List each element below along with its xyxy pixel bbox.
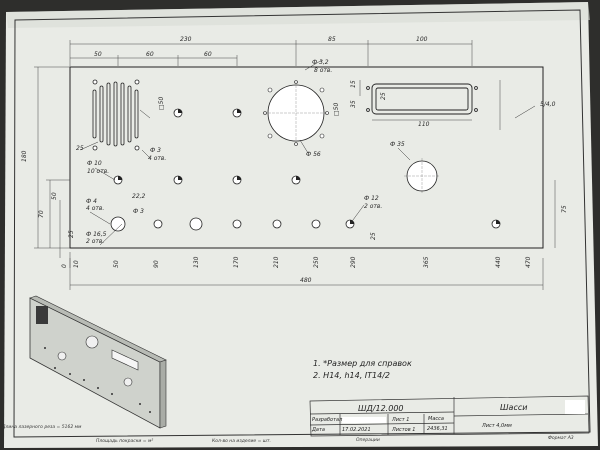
label-sq50-a: □50 (158, 97, 165, 110)
pos-50: 50 (113, 260, 120, 268)
redacted-name (342, 417, 386, 423)
title-block (309, 395, 590, 437)
footer-format: Формат А3 (548, 435, 574, 441)
pos-250: 250 (313, 256, 320, 268)
label-222: 22,2 (132, 193, 146, 200)
pos-170: 170 (233, 256, 240, 268)
dim-35: 35 (350, 100, 357, 108)
dim-230: 230 (180, 36, 192, 43)
display-slot (366, 83, 478, 115)
tb-mass-value: 2436,31 (427, 426, 448, 432)
label-d10: Ф 10 (87, 160, 102, 167)
pos-290: 290 (350, 256, 357, 268)
pos-130: 130 (193, 256, 200, 268)
label-d4: Ф 4 (86, 198, 97, 205)
note-2: 2. H14, h14, IT14/2 (313, 371, 390, 380)
dim-480: 480 (300, 277, 312, 284)
dim-180: 180 (21, 150, 28, 162)
label-d3-top: Ф 3 (150, 147, 161, 154)
label-d56: Ф 56 (306, 151, 321, 158)
dim-slot-25: 25 (380, 92, 387, 100)
pos-10: 10 (73, 260, 80, 268)
dim-50: 50 (94, 51, 102, 58)
footer-cut-length: Длина лазерного реза = 5162 мм (1, 424, 82, 430)
tb-date-label: Дата (311, 427, 325, 433)
footer: Длина лазерного реза = 5162 мм Площадь п… (1, 424, 574, 444)
bottom-dims: 0 10 50 90 130 170 210 250 290 365 440 4… (61, 256, 532, 284)
dim-100: 100 (416, 36, 428, 43)
footer-operations: Операции (356, 437, 380, 443)
pos-210: 210 (273, 256, 280, 268)
notes: 1. *Размер для справок 2. H14, h14, IT14… (313, 359, 412, 380)
dim-75: 75 (561, 205, 568, 213)
label-d32: Ф 3,2 (312, 59, 329, 66)
pos-470: 470 (525, 256, 532, 268)
dim-60-b: 60 (204, 51, 212, 58)
dimensions-top: 230 85 100 50 60 60 (94, 36, 428, 58)
dimensions-left: 180 70 50 (21, 150, 58, 218)
footer-coating: Площадь покраски = м² (96, 438, 153, 444)
pos-365: 365 (423, 256, 430, 268)
label-25-left: 25 (76, 145, 84, 152)
roughness-mark: 5/4,0 (540, 101, 556, 108)
label-sq50-b: □50 (333, 103, 340, 116)
note-1: 1. *Размер для справок (313, 359, 412, 368)
redacted-code (565, 400, 585, 414)
pos-0: 0 (61, 264, 68, 268)
tb-sheet: Лист 1 (391, 417, 409, 423)
label-d3-mid: Ф 3 (133, 208, 144, 215)
tb-name: Шасси (500, 403, 527, 412)
dim-25-right: 25 (370, 232, 377, 240)
tb-designation: ШД/12.000 (358, 404, 404, 413)
pos-90: 90 (153, 260, 160, 268)
label-d4-count: 4 отв. (86, 205, 104, 212)
tb-date-value: 17.02.2021 (342, 427, 371, 433)
label-d32-count: 8 отв. (314, 67, 332, 74)
tb-developer-label: Разработал (312, 417, 343, 423)
tb-mass-label: Масса (428, 416, 444, 422)
label-d3-top-count: 4 отв. (148, 155, 166, 162)
isometric-view (29, 295, 167, 429)
dim-slot-110: 110 (418, 121, 430, 128)
label-d12-count: 2 отв. (364, 203, 382, 210)
label-d165: Ф 16,5 (86, 231, 107, 238)
paper-sheet (4, 2, 598, 448)
dim-85: 85 (328, 36, 336, 43)
dim-60-a: 60 (146, 51, 154, 58)
label-d12: Ф 12 (364, 195, 379, 202)
tb-sheets: Листов 1 (391, 427, 415, 433)
dim-50-left: 50 (51, 192, 58, 200)
label-d165-count: 2 отв. (86, 238, 104, 245)
pos-440: 440 (495, 256, 502, 268)
vent-grille (92, 81, 139, 147)
dim-70: 70 (38, 210, 45, 218)
dimensions-right: 15 35 25 75 (350, 80, 568, 240)
footer-quantity: Кол-во на изделие = шт. (212, 438, 271, 444)
dim-15: 15 (350, 80, 357, 88)
tb-material: Лист 4,0мм (481, 423, 512, 429)
label-25-lower: 25 (68, 230, 75, 238)
drawing-frame (13, 9, 591, 438)
label-d10-count: 10 отв. (87, 168, 109, 175)
hole-annotations: Ф 3,2 8 отв. Ф 56 □50 □50 Ф 3 4 отв. Ф 1… (68, 59, 556, 245)
label-d35: Ф 35 (390, 141, 405, 148)
chassis-outline (69, 66, 544, 249)
